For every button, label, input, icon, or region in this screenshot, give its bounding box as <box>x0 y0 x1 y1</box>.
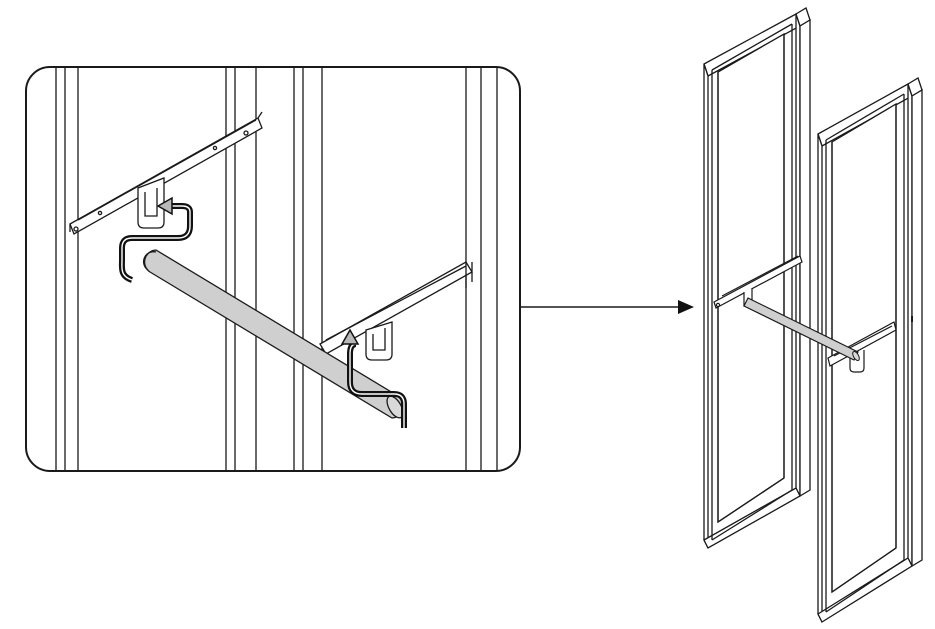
upper-hook-bracket <box>137 177 165 229</box>
callout-upright-left <box>55 67 79 471</box>
hanging-rod <box>743 297 860 362</box>
pointer-arrow <box>520 300 694 314</box>
upper-motion-arrow <box>118 196 193 283</box>
frame-panel-left <box>703 7 811 549</box>
lower-hook-bracket <box>365 321 393 361</box>
upper-bracket-rail <box>69 111 263 235</box>
detail-callout-panel <box>25 66 521 472</box>
lower-bracket-rail <box>319 261 473 355</box>
lower-motion-arrow <box>340 328 407 428</box>
